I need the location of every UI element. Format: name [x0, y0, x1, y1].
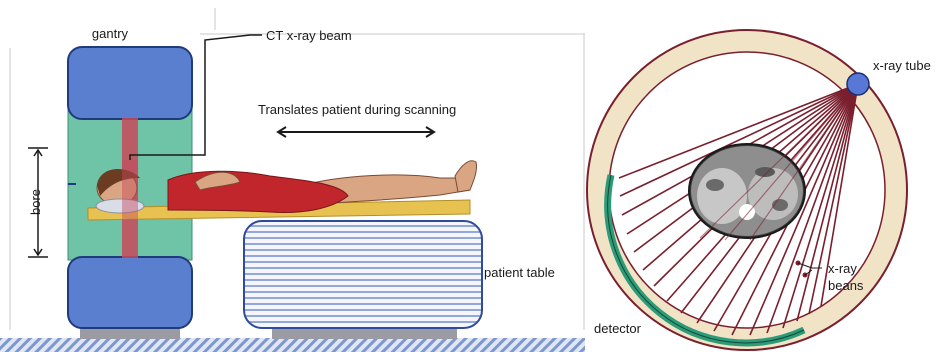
- beams-label-line2: beans: [828, 278, 864, 293]
- translate-label: Translates patient during scanning: [258, 102, 456, 117]
- patient-table-label: patient table: [484, 265, 555, 280]
- beam-label: CT x-ray beam: [266, 28, 352, 43]
- translate-arrow: [278, 127, 434, 137]
- detector-label: detector: [594, 321, 642, 336]
- xray-tube-label: x-ray tube: [873, 58, 931, 73]
- gantry-label: gantry: [92, 26, 129, 41]
- beams-label-line1: x-ray: [828, 261, 857, 276]
- bore-label: bore: [28, 189, 43, 215]
- gantry-top-block: [68, 47, 192, 119]
- left-panel: bore gantry CT x-ray beam Translates pat…: [0, 8, 585, 352]
- xray-tube: [847, 73, 869, 95]
- patient-table: [244, 221, 482, 328]
- gantry-bottom-block: [68, 257, 192, 328]
- right-panel: x-ray tube x-ray beans detector: [587, 30, 931, 350]
- floor: [0, 338, 585, 352]
